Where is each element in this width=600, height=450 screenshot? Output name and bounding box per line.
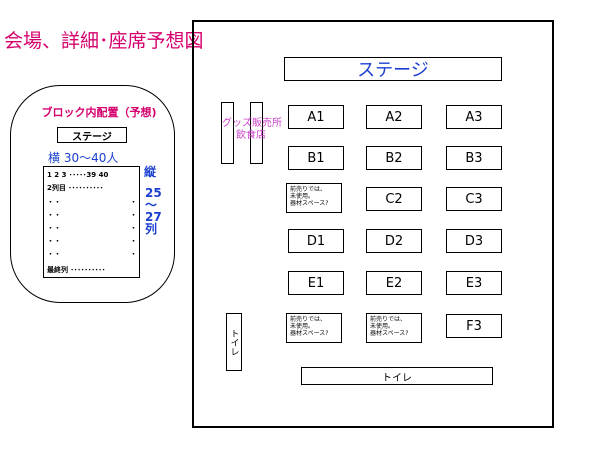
venue-map [192, 20, 554, 428]
row-dots-left: ・・ [47, 250, 61, 258]
equipment-space-note: 前売りでは、 未使用。 器材スペース? [286, 183, 342, 213]
goods-stall-right [250, 102, 263, 164]
block-c2: C2 [366, 187, 422, 211]
block-layout-panel [10, 85, 175, 303]
goods-and-food-label: グッズ販売所 飲食店 [222, 118, 282, 142]
equipment-space-note: 前売りでは、 未使用。 器材スペース? [366, 313, 422, 343]
seat-number-header: 1 2 3 ･････39 40 [47, 171, 109, 179]
row-dots-right: ・ [130, 211, 137, 219]
toilet-side: トイレ [226, 313, 242, 371]
seat-grid: 1 2 3 ･････39 40 2列目 ･･････････ ・・ ・ ・・ … [43, 166, 140, 278]
block-a2: A2 [366, 105, 422, 129]
block-c3: C3 [446, 187, 502, 211]
row-range-label: 25～27列 [145, 186, 162, 236]
block-b3: B3 [446, 146, 502, 170]
equipment-space-note: 前売りでは、 未使用。 器材スペース? [286, 313, 342, 343]
block-d2: D2 [366, 229, 422, 253]
toilet-bottom: トイレ [301, 367, 493, 385]
row-dots-right: ・ [130, 237, 137, 245]
block-d3: D3 [446, 229, 502, 253]
row-dots-left: ・・ [47, 198, 61, 206]
last-row-label: 最終列 ･･････････ [47, 266, 106, 274]
mini-stage-box: ステージ [57, 127, 127, 143]
block-f3: F3 [446, 314, 502, 338]
goods-stall-label: グッズ販売所 [222, 118, 282, 129]
row-dots-left: ・・ [47, 211, 61, 219]
stage: ステージ [284, 57, 502, 81]
row-dots-right: ・ [130, 250, 137, 258]
block-width-label: 横 30～40人 [48, 151, 119, 165]
block-e2: E2 [366, 271, 422, 295]
column-direction-label: 縦 [144, 165, 157, 179]
row-dots-left: ・・ [47, 224, 61, 232]
row-dots-left: ・・ [47, 237, 61, 245]
block-a3: A3 [446, 105, 502, 129]
row-dots-right: ・ [130, 224, 137, 232]
page-title: 会場、詳細･座席予想図 [4, 30, 204, 52]
block-b2: B2 [366, 146, 422, 170]
block-b1: B1 [288, 146, 344, 170]
row-2-label: 2列目 ･･････････ [47, 184, 104, 192]
block-d1: D1 [288, 229, 344, 253]
block-layout-title: ブロック内配置（予想) [41, 106, 157, 119]
row-dots-right: ・ [130, 198, 137, 206]
block-e3: E3 [446, 271, 502, 295]
block-a1: A1 [288, 105, 344, 129]
block-e1: E1 [288, 271, 344, 295]
food-stall-label: 飲食店 [236, 130, 266, 141]
goods-stall-left [221, 102, 234, 164]
